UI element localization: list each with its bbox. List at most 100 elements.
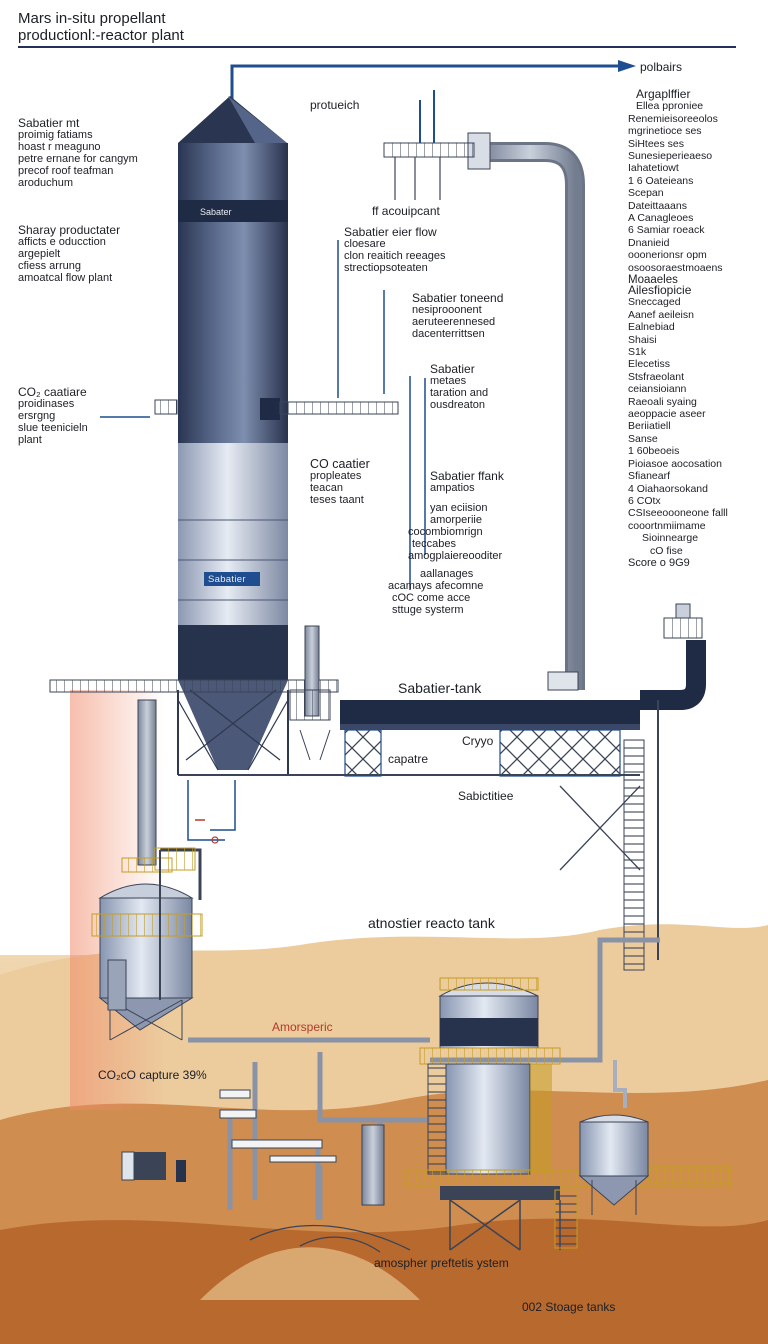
right-list-item: A Canagleoes <box>628 212 694 225</box>
note-sabatier: Sabatier metaes taration and ousdreaton <box>430 363 488 411</box>
note-sabatier-line: taration and <box>430 387 489 399</box>
right-list-item: Sfianearf <box>628 470 671 483</box>
co2-capture-label: CO₂cO capture 39% <box>98 1068 207 1082</box>
note-yan-line: teccabes <box>412 538 457 550</box>
flow-top-label: ff acouipcant <box>372 204 440 218</box>
note-fank-line: Sabatier ffank <box>430 469 504 483</box>
small-red-marks <box>195 819 219 844</box>
note-storage-line: acamays afecomne <box>388 580 484 592</box>
note-co: CO caatier propleates teacan teses taant <box>310 458 370 506</box>
left-storage-tank <box>91 857 203 1041</box>
note-left-3: CO₂ caatiare proidinases ersrgng slue te… <box>18 386 88 446</box>
note-yan-line: cocombiomrign <box>408 526 483 538</box>
sabictitiee-label: Sabictitiee <box>458 789 514 803</box>
note-left-3-line: plant <box>18 434 42 446</box>
note-left-2: Sharay productater afficts e oducction a… <box>18 224 120 284</box>
vent-column <box>289 625 331 761</box>
right-list-item: Score o 9G9 <box>628 556 690 569</box>
right-list-item: Dnanieid <box>628 236 670 249</box>
storage-tanks-label: 002 Stoage tanks <box>522 1300 616 1314</box>
title-line-2: productionl:-reactor plant <box>18 27 184 44</box>
note-left-2-line: cfiess arrung <box>18 260 81 272</box>
right-list-item: ooonerionsr opm <box>628 249 707 262</box>
note-left-1-line: petre ernane for cangym <box>18 153 138 165</box>
atmospheric-reactor-tank <box>404 977 731 1251</box>
note-left-1-line: Sabatier mt <box>18 116 80 130</box>
sabatier-tank-label: Sabatier-tank <box>398 680 482 696</box>
right-list-item: Sioinnearge <box>642 532 699 545</box>
right-list-item: Moaaeles <box>628 274 678 287</box>
note-left-3-line: CO₂ caatiare <box>18 385 87 399</box>
right-list-item: Dateittaaans <box>628 199 687 212</box>
right-list-item: Renemieisoreeolos <box>628 112 718 125</box>
note-flow-line: strectiopsoteaten <box>344 262 428 274</box>
right-list-item: Aanef aeileisn <box>628 308 694 321</box>
right-storage-tank <box>578 1060 731 1215</box>
note-sabatier-line: metaes <box>430 375 467 387</box>
note-yan: yan eciision amorperiie cocombiomrign te… <box>408 502 502 562</box>
atmosphere-system-label: amospher preftetis ystem <box>374 1256 509 1270</box>
flow-arrow-top <box>230 60 636 100</box>
note-left-1-line: precof roof teafman <box>18 165 114 177</box>
note-toneend-line: Sabatier toneend <box>412 291 504 305</box>
right-list-item: Sunesieperieaeso <box>628 150 713 163</box>
right-list-item: Argaplffier <box>636 87 691 101</box>
right-list-item: Raeoali syaing <box>628 395 697 408</box>
cryo-label: Cryyo <box>462 734 494 748</box>
right-list-item: Stsfraeolant <box>628 370 685 383</box>
atnostier-label: atnostier reacto tank <box>368 915 495 931</box>
note-left-2-line: argepielt <box>18 248 61 260</box>
note-left-3-line: slue teenicieln <box>18 422 88 434</box>
note-flow: Sabatier eier flow cloesare clon reaitic… <box>344 226 446 274</box>
note-sabatier-line: ousdreaton <box>430 399 486 411</box>
protueich-label: protueich <box>310 98 360 112</box>
note-left-2-line: Sharay productater <box>18 223 121 237</box>
right-list-item: CSIseeoooneone falll <box>628 507 728 520</box>
reactor-tower <box>177 96 289 775</box>
right-list-item: cooortnmiimame <box>628 519 706 532</box>
ground-pipe-joints <box>159 850 337 1163</box>
right-list-item: mgrinetioce ses <box>628 125 702 138</box>
note-left-2-line: amoatcal flow plant <box>18 272 113 284</box>
note-yan-line: amorperiie <box>430 514 482 526</box>
tower-lower-label: Sabatier <box>208 574 246 585</box>
note-left-1-line: aroduchum <box>18 177 74 189</box>
note-flow-line: Sabatier eier flow <box>344 225 437 239</box>
note-yan-line: amogplaiereooditer <box>408 550 503 562</box>
right-list-item: SiHtees ses <box>628 137 685 150</box>
note-toneend: Sabatier toneend nesiprooonent aeruteere… <box>412 292 503 340</box>
right-list-item: 6 COtx <box>628 494 661 507</box>
right-list-item: Iahatetiowt <box>628 162 679 175</box>
right-list-item: S1k <box>628 346 647 359</box>
arrow-label: polbairs <box>640 60 683 74</box>
note-storage-line: aallanages <box>420 568 474 580</box>
tower-band-label: Sabater <box>200 207 232 217</box>
right-list-group-2: Ailesfiopicie Sneccaged Aanef aeileisn E… <box>628 284 728 569</box>
note-fank-line: ampatios <box>430 482 475 494</box>
right-list-item: Sanse <box>628 432 658 445</box>
ground-equipment <box>121 1124 411 1253</box>
note-storage-line: cOC come acce <box>392 592 471 604</box>
right-list-item: Sneccaged <box>628 296 681 309</box>
right-list-item: Ealnebiad <box>628 321 675 334</box>
right-list-item: 1 60beoeis <box>628 445 680 458</box>
note-co-line: teses taant <box>310 494 364 506</box>
flow-lines <box>100 240 426 841</box>
note-flow-line: cloesare <box>344 238 386 250</box>
right-list-item: 4 Oiahaorsokand <box>628 482 708 495</box>
note-left-3-line: proidinases <box>18 398 75 410</box>
note-flow-line: clon reaitich reeages <box>344 250 446 262</box>
note-left-3-line: ersrgng <box>18 410 56 422</box>
page-title: Mars in-situ propellant productionl:-rea… <box>18 10 184 44</box>
right-list-item: Ailesfiopicie <box>628 283 692 297</box>
capatre-label: capatre <box>388 752 429 766</box>
right-list-item: Ellea pproniee <box>636 100 704 113</box>
note-co-line: propleates <box>310 470 362 482</box>
note-storage: aallanages acamays afecomne cOC come acc… <box>388 568 483 616</box>
note-toneend-line: aeruteerennesed <box>412 316 496 328</box>
main-pipe <box>467 132 585 691</box>
main-platform <box>49 603 706 777</box>
right-list-item: Pioiasoe aocosation <box>628 457 722 470</box>
